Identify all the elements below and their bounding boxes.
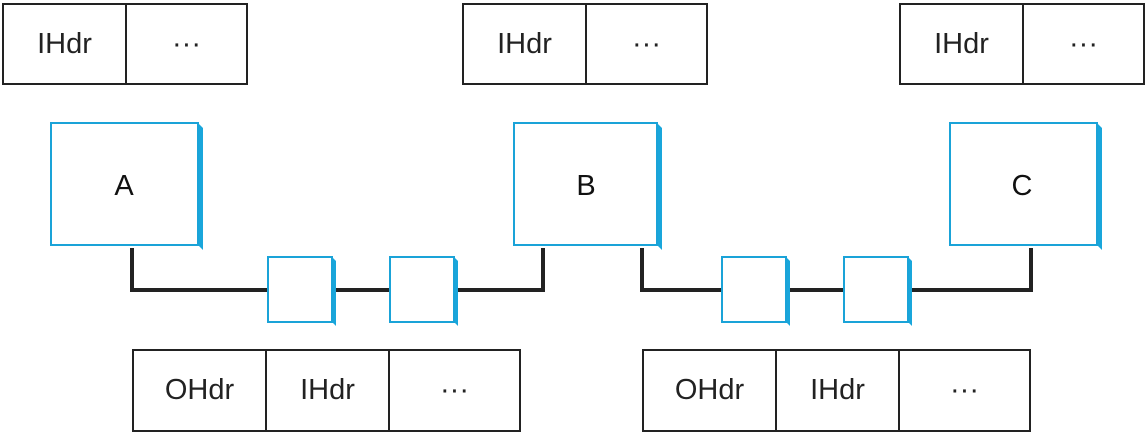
link-router-2-to-b (454, 248, 545, 292)
packet-cell-ihdr: IHdr (934, 27, 989, 60)
packet-cell-payload: ··· (898, 351, 1029, 430)
node-c: C (949, 122, 1102, 250)
packet-cell-payload: ··· (388, 351, 519, 430)
packet-cell-ihdr: IHdr (497, 27, 552, 60)
node-b-box (513, 122, 658, 246)
packet-cell-ihdr: IHdr (37, 27, 92, 60)
router-2-box (389, 256, 455, 323)
router-3 (721, 256, 790, 326)
node-b-label: B (576, 170, 595, 202)
link-a-to-router-1 (130, 248, 268, 292)
packet-cell-ihdr: IHdr (775, 351, 898, 430)
router-1 (267, 256, 336, 326)
router-4 (843, 256, 912, 326)
packet-cell-payload: ··· (125, 5, 246, 83)
packet-cell-payload: ··· (585, 5, 706, 83)
node-a-box (50, 122, 199, 246)
node-c-label: C (1012, 170, 1033, 202)
router-2 (389, 256, 458, 326)
router-3-box (721, 256, 787, 323)
node-b: B (513, 122, 662, 250)
packet-cell-ihdr: IHdr (265, 351, 388, 430)
router-1-box (267, 256, 333, 323)
top-packet-c: IHdr ··· (899, 3, 1145, 85)
node-a-label: A (114, 170, 134, 202)
packet-cell-ohdr: OHdr (674, 374, 745, 406)
node-a: A (50, 122, 203, 250)
node-c-box (949, 122, 1098, 246)
packet-cell-ohdr: OHdr (164, 374, 235, 406)
packet-cell-payload: ··· (1022, 5, 1143, 83)
top-packet-a: IHdr ··· (2, 3, 248, 85)
link-lines (130, 248, 1033, 292)
top-packet-b: IHdr ··· (462, 3, 708, 85)
link-b-to-router-3 (640, 248, 722, 292)
bottom-packet-ab: OHdr IHdr ··· (132, 349, 521, 432)
link-router-4-to-c (908, 248, 1033, 292)
router-4-box (843, 256, 909, 323)
bottom-packet-bc: OHdr IHdr ··· (642, 349, 1031, 432)
